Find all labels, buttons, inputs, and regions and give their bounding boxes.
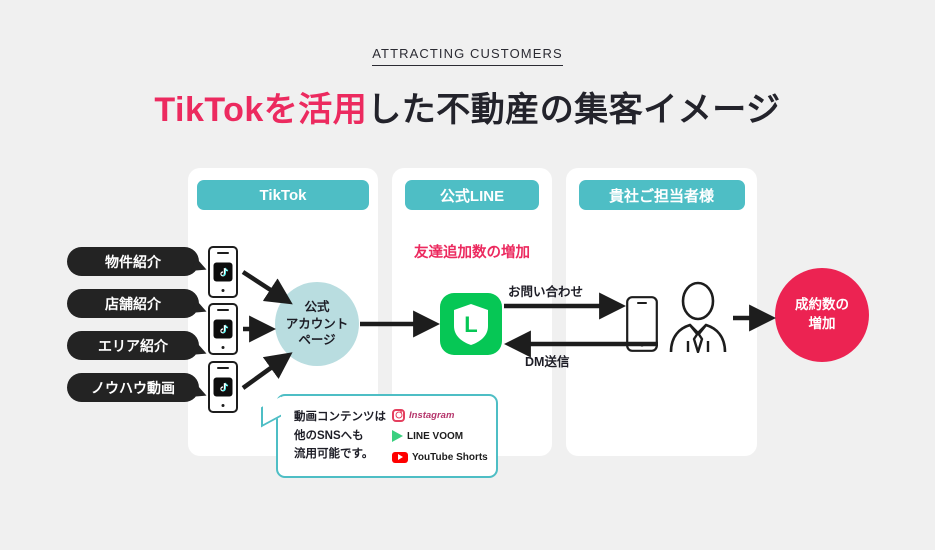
smartphone-tiktok-2 <box>208 303 238 355</box>
account-circle-line3: ページ <box>298 333 336 348</box>
result-circle: 成約数の 増加 <box>775 268 869 362</box>
smartphone-tiktok-1 <box>208 246 238 298</box>
source-pill-label: 店舗紹介 <box>105 295 161 312</box>
phone-home-button <box>221 289 225 292</box>
source-pill-area: エリア紹介 <box>67 331 210 360</box>
instagram-logo-label: Instagram <box>409 409 455 421</box>
tiktok-icon <box>213 262 233 282</box>
panel-header-tiktok: TikTok <box>197 180 369 210</box>
result-circle-line2: 増加 <box>808 316 836 331</box>
page-title: TikTokを活用した不動産の集客イメージ <box>0 82 935 131</box>
page-title-accent: TikTokを活用 <box>154 91 368 129</box>
instagram-camera-icon <box>392 408 405 422</box>
flow-label-inquiry: お問い合わせ <box>508 285 584 299</box>
account-circle-line1: 公式 <box>304 299 330 314</box>
youtube-shorts-logo: YouTube Shorts <box>392 450 488 465</box>
callout-line2: 他のSNSへも <box>294 429 364 442</box>
official-account-circle: 公式 アカウント ページ <box>275 282 359 366</box>
callout-logo-list: Instagram LINE VOOM YouTube Shorts <box>390 408 496 465</box>
source-pill-store: 店舗紹介 <box>67 289 210 318</box>
source-pill-label: エリア紹介 <box>98 337 168 354</box>
panel-staff: 貴社ご担当者様 <box>566 168 757 456</box>
phone-speaker <box>217 309 229 311</box>
smartphone-tiktok-3 <box>208 361 238 413</box>
flow-label-dm: DM送信 <box>525 355 570 369</box>
account-circle-line2: アカウント <box>285 316 349 331</box>
phone-speaker <box>217 367 229 369</box>
result-circle-line1: 成約数の <box>795 297 849 313</box>
svg-text:L: L <box>464 312 477 337</box>
callout-line3: 流用可能です。 <box>294 448 374 461</box>
eyebrow-label: ATTRACTING CUSTOMERS <box>0 46 935 66</box>
source-pill-label: ノウハウ動画 <box>91 379 175 396</box>
line-voom-logo: LINE VOOM <box>392 429 463 444</box>
business-person-icon <box>666 281 730 354</box>
source-pill-property: 物件紹介 <box>67 247 210 276</box>
phone-speaker <box>217 252 229 254</box>
source-pill-knowhow: ノウハウ動画 <box>67 373 210 402</box>
smartphone-icon <box>626 296 658 352</box>
callout-line1: 動画コンテンツは <box>294 410 386 423</box>
tiktok-icon <box>213 319 233 339</box>
line-voom-logo-label: LINE VOOM <box>407 430 464 442</box>
phone-home-button <box>221 346 225 349</box>
line-friend-increase-label: 友達追加数の増加 <box>414 245 530 261</box>
page-title-rest: した不動産の集客イメージ <box>367 91 781 129</box>
reuse-callout: 動画コンテンツは 他のSNSへも 流用可能です。 Instagram LINE … <box>261 394 498 478</box>
youtube-play-icon <box>392 451 408 463</box>
panel-header-staff: 貴社ご担当者様 <box>578 180 745 210</box>
source-pill-label: 物件紹介 <box>105 253 161 270</box>
line-official-account-icon: L <box>440 293 502 355</box>
callout-text: 動画コンテンツは 他のSNSへも 流用可能です。 <box>278 408 390 465</box>
voom-play-icon <box>392 430 403 442</box>
tiktok-icon <box>213 377 233 397</box>
eyebrow-text: ATTRACTING CUSTOMERS <box>372 46 563 66</box>
panel-header-line: 公式LINE <box>405 180 539 210</box>
instagram-logo: Instagram <box>392 408 454 423</box>
phone-home-button <box>221 404 225 407</box>
youtube-shorts-logo-label: YouTube Shorts <box>412 451 488 463</box>
